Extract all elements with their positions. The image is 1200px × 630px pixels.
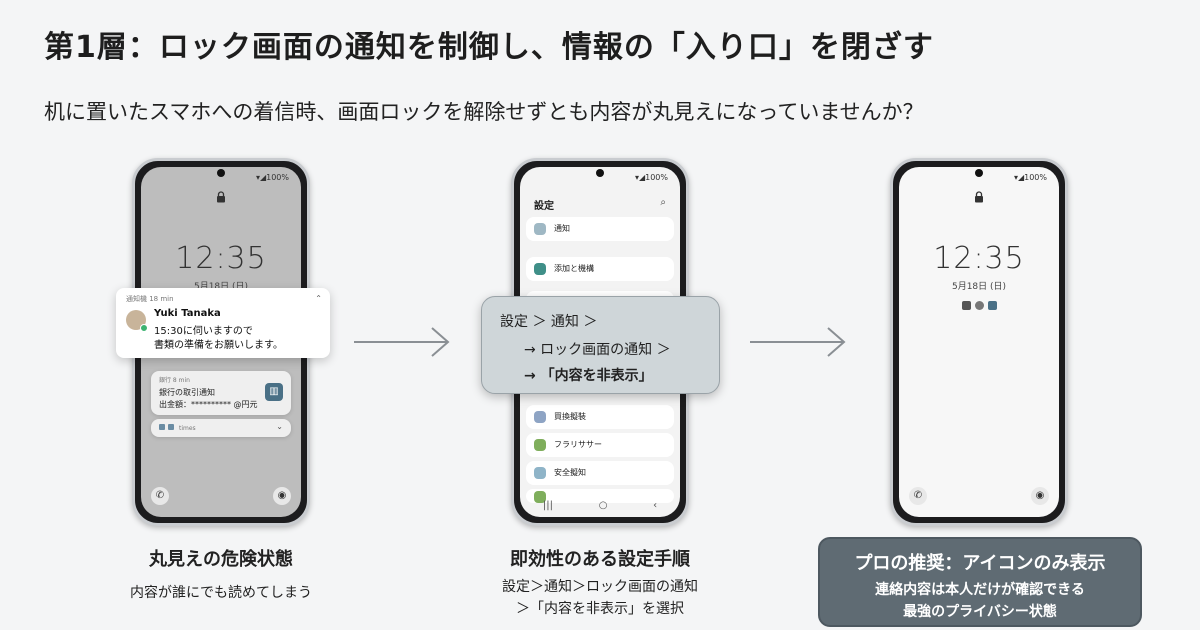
message-icon	[159, 424, 165, 430]
chevron-down-icon[interactable]: ⌄	[276, 422, 283, 431]
chat-icon	[168, 424, 174, 430]
bank-notification-line2: 出金額：********** @円元	[159, 400, 258, 409]
settings-path-callout: 設定 ＞ 通知 ＞ → ロック画面の通知 ＞ → 「内容を非表示」	[481, 296, 720, 394]
camera-icon	[217, 169, 225, 177]
phone-icon[interactable]: ✆	[151, 487, 169, 505]
settings-item-9[interactable]	[526, 489, 674, 503]
chat-icon	[974, 301, 984, 310]
path-step-1: 設定 ＞ 通知 ＞	[500, 314, 598, 330]
path-step-2: → ロック画面の通知 ＞	[524, 342, 671, 358]
date: 5月18日 (日)	[951, 282, 1007, 292]
bank-notification-header: 銀行 8 min	[159, 377, 190, 384]
caption-3-subtitle-2: 最強のプライバシー状態	[903, 604, 1057, 620]
camera-icon	[975, 169, 983, 177]
settings-item-2[interactable]: 添加と機構	[526, 257, 674, 281]
date: 5月18日 (日)	[193, 282, 249, 292]
settings-item-icon	[534, 263, 546, 275]
notification-icon	[534, 223, 546, 235]
recent-apps-icon[interactable]: |||	[542, 499, 553, 511]
settings-item-7[interactable]: フラリササー	[526, 433, 674, 457]
camera-shortcut-icon[interactable]: ◉	[1031, 487, 1049, 505]
settings-item-label: 添加と機構	[554, 264, 594, 273]
settings-item-label: 通知	[554, 224, 570, 233]
message-notification[interactable]: 通知機 18 min Yuki Tanaka 15:30に伺いますので 書類の準…	[116, 288, 330, 358]
bank-icon: ▥	[265, 383, 283, 401]
chevron-up-icon[interactable]: ⌃	[315, 294, 322, 303]
camera-shortcut-icon[interactable]: ◉	[273, 487, 291, 505]
settings-item-icon	[534, 467, 546, 479]
caption-1-subtitle: 内容が誰にでも読めてしまう	[130, 585, 312, 601]
bank-notification[interactable]: 銀行 8 min 銀行の取引通知 出金額：********** @円元 ▥	[151, 371, 291, 415]
settings-title: 設定	[534, 201, 554, 212]
clock: 12:35	[175, 241, 267, 276]
caption-3-subtitle-1: 連絡内容は本人だけが確認できる	[875, 582, 1085, 598]
status-bar: ▾◢100%	[255, 173, 289, 182]
settings-item-notifications[interactable]: 通知	[526, 217, 674, 241]
caption-3-title: プロの推奨：アイコンのみ表示	[854, 553, 1106, 574]
third-notification[interactable]: times ⌄	[151, 419, 291, 437]
home-icon[interactable]: ○	[598, 499, 608, 511]
online-status-icon	[140, 324, 148, 332]
caption-2-subtitle-2: ＞「内容を非表示」を選択	[516, 601, 684, 617]
settings-item-label: 安全擬知	[554, 468, 586, 477]
bank-icon	[987, 301, 997, 310]
third-notification-label: times	[179, 425, 196, 432]
settings-item-label: フラリササー	[554, 440, 602, 449]
settings-item-8[interactable]: 安全擬知	[526, 461, 674, 485]
notification-app-label: 通知機 18 min	[126, 295, 174, 303]
nav-bar: ||| ○ ‹	[520, 493, 680, 517]
settings-item-label: 買換擬裝	[554, 412, 586, 421]
lock-screen: ▾◢100% 12:35 5月18日 (日) ✆ ◉	[899, 167, 1059, 517]
clock: 12:35	[933, 241, 1025, 276]
settings-item-icon	[534, 439, 546, 451]
page-subtitle: 机に置いたスマホへの着信時、画面ロックを解除せずとも内容が丸見えになっていません…	[44, 100, 924, 124]
search-icon[interactable]: ⌕	[660, 197, 666, 208]
bank-notification-line1: 銀行の取引通知	[159, 388, 215, 397]
phone-secure: ▾◢100% 12:35 5月18日 (日) ✆ ◉	[890, 158, 1068, 526]
lock-icon	[217, 191, 225, 203]
status-bar: ▾◢100%	[1013, 173, 1047, 182]
message-icon	[961, 301, 971, 310]
settings-item-6[interactable]: 買換擬裝	[526, 405, 674, 429]
pro-recommendation-box: プロの推奨：アイコンのみ表示 連絡内容は本人だけが確認できる 最強のプライバシー…	[818, 537, 1142, 627]
caption-1-title: 丸見えの危険状態	[149, 549, 293, 570]
path-step-3: → 「内容を非表示」	[524, 368, 653, 384]
caption-2-title: 即効性のある設定手順	[510, 549, 690, 570]
camera-icon	[596, 169, 604, 177]
back-icon[interactable]: ‹	[653, 499, 658, 511]
status-bar: ▾◢100%	[634, 173, 668, 182]
settings-item-icon	[534, 491, 546, 503]
arrow-right-icon	[750, 327, 846, 357]
settings-item-icon	[534, 411, 546, 423]
arrow-right-icon	[354, 327, 450, 357]
caption-2-subtitle-1: 設定＞通知＞ロック画面の通知	[502, 579, 698, 595]
sender-name: Yuki Tanaka	[154, 308, 221, 319]
message-line1: 15:30に伺いますので	[154, 326, 253, 337]
notification-icon-row	[899, 301, 1059, 310]
phone-icon[interactable]: ✆	[909, 487, 927, 505]
page-title: 第1層：ロック画面の通知を制御し、情報の「入り口」を閉ざす	[44, 30, 934, 65]
lock-icon	[975, 191, 983, 203]
message-line2: 書類の準備をお願いします。	[154, 340, 283, 351]
